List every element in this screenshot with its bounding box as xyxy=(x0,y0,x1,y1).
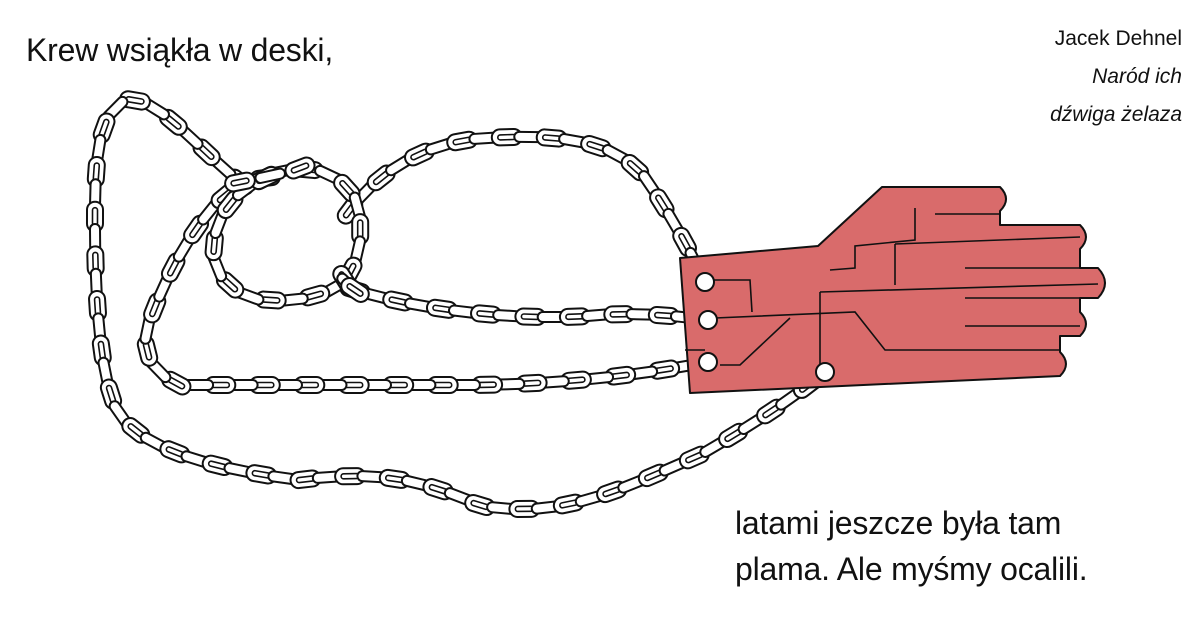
chain-link xyxy=(603,305,636,324)
chain-link xyxy=(248,376,281,394)
chain-link xyxy=(351,213,370,246)
eyelets xyxy=(695,272,835,382)
red-hand xyxy=(679,186,1106,394)
work-title-line-1: Naród ich xyxy=(1092,65,1182,88)
quote-continuation: latami jeszcze była tam plama. Ale myśmy… xyxy=(735,500,1088,592)
author-name: Jacek Dehnel xyxy=(1054,27,1182,50)
chain-link xyxy=(340,277,370,303)
quote-line-2: latami jeszcze była tam xyxy=(735,505,1062,541)
chain-link xyxy=(334,467,367,486)
quote-line-3: plama. Ale myśmy ocalili. xyxy=(735,551,1088,587)
chain-link xyxy=(204,376,237,394)
attribution: Jacek Dehnel Naród ich dźwiga żelaza xyxy=(1050,20,1182,134)
chain-link xyxy=(382,376,415,394)
chain-link xyxy=(514,307,547,326)
chain-link xyxy=(224,171,256,193)
chain-link xyxy=(284,156,316,180)
work-title-line-2: dźwiga żelaza xyxy=(1050,103,1182,126)
chain-link xyxy=(293,376,326,394)
quote-line-1: Krew wsiąkła w deski, xyxy=(26,32,334,68)
chains xyxy=(85,90,839,518)
